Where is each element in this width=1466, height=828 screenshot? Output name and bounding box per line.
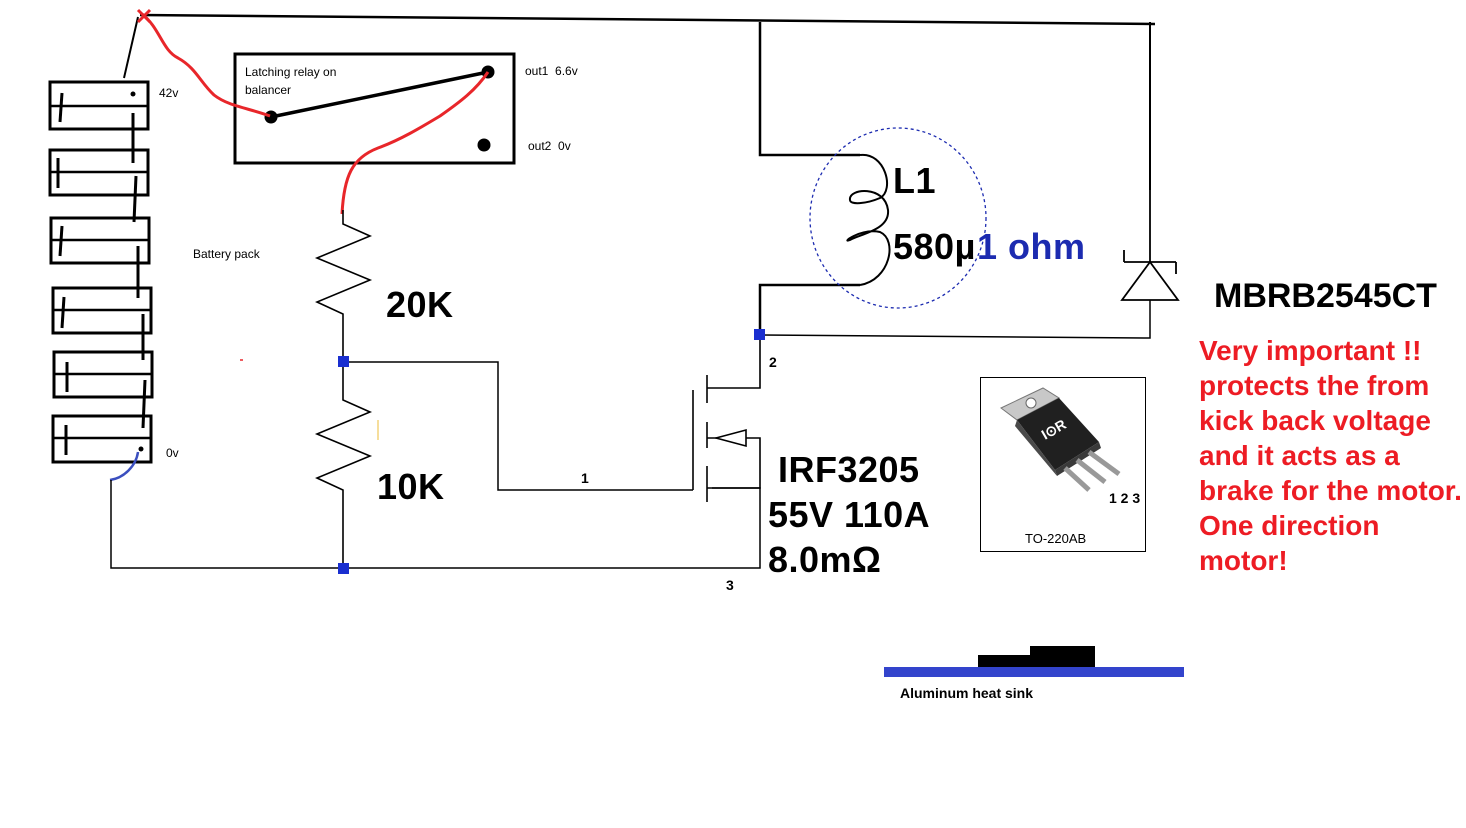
battery-top-voltage: 42v bbox=[159, 86, 179, 100]
resistor-10k-label: 10K bbox=[377, 466, 445, 507]
battery-pack-label: Battery pack bbox=[193, 247, 260, 261]
heat-sink-plate bbox=[884, 667, 1184, 677]
pin-source-label: 3 bbox=[726, 577, 734, 593]
pin-drain-label: 2 bbox=[769, 354, 777, 370]
resistor-10k bbox=[314, 362, 373, 568]
mosfet-rating: 55V 110A bbox=[768, 494, 931, 535]
red-wire-battery-to-relay bbox=[141, 12, 271, 118]
gate-wire bbox=[343, 361, 693, 491]
package-name: TO-220AB bbox=[1025, 531, 1087, 546]
heat-sink-label: Aluminum heat sink bbox=[900, 685, 1034, 701]
diode-part-number: MBRB2545CT bbox=[1214, 277, 1437, 315]
resistor-20k-label: 20K bbox=[386, 284, 454, 325]
resistor-20k bbox=[314, 210, 373, 362]
schottky-diode bbox=[1120, 190, 1180, 301]
inductor-value: 580µ bbox=[893, 226, 976, 267]
inductor-return-wire bbox=[758, 283, 860, 335]
inductor-feed-wire bbox=[758, 22, 860, 157]
top-rail-wire bbox=[139, 13, 1156, 26]
package-pin-numbers: 1 2 3 bbox=[1109, 490, 1141, 506]
relay-title: Latching relay on balancer bbox=[245, 65, 337, 97]
mosfet-part-number: IRF3205 bbox=[778, 449, 920, 490]
mosfet-rds-on: 8.0mΩ bbox=[768, 539, 882, 580]
pin-gate-label: 1 bbox=[581, 470, 589, 486]
relay-contact-arm bbox=[270, 70, 489, 119]
relay-common-contact bbox=[264, 110, 278, 124]
battery-bottom-terminal bbox=[138, 446, 144, 452]
latching-relay-box bbox=[233, 52, 516, 165]
transistor-tab-side bbox=[1030, 646, 1095, 667]
red-wire-relay-to-divider bbox=[340, 71, 490, 215]
battery-top-terminal bbox=[130, 91, 136, 97]
relay-out2-label: out2 0v bbox=[528, 139, 571, 153]
red-x-mark bbox=[136, 8, 152, 24]
battery-negative-blue-lead bbox=[109, 451, 140, 482]
mosfet-symbol bbox=[692, 335, 761, 502]
inductor-resistance: 1 ohm bbox=[977, 226, 1086, 267]
diode-importance-note: Very important !! protects the from kick… bbox=[1199, 335, 1462, 576]
to220-package-illustration: I⊙R bbox=[1000, 387, 1121, 492]
junction-divider-mid bbox=[338, 356, 349, 367]
relay-out1-label: out1 6.6v bbox=[525, 64, 578, 78]
diode-lower-wire bbox=[759, 300, 1151, 339]
battery-pack-cells bbox=[48, 80, 154, 464]
transistor-body-side bbox=[978, 655, 1030, 667]
junction-drain bbox=[754, 329, 765, 340]
to220-package-box: I⊙R bbox=[980, 377, 1146, 552]
relay-out2-contact bbox=[477, 138, 491, 152]
inductor-l1 bbox=[809, 127, 987, 309]
junction-divider-ground bbox=[338, 563, 349, 574]
inductor-name: L1 bbox=[893, 160, 937, 201]
battery-bottom-voltage: 0v bbox=[166, 446, 179, 460]
battery-top-lead bbox=[123, 16, 139, 79]
battery-series-links bbox=[56, 92, 147, 455]
